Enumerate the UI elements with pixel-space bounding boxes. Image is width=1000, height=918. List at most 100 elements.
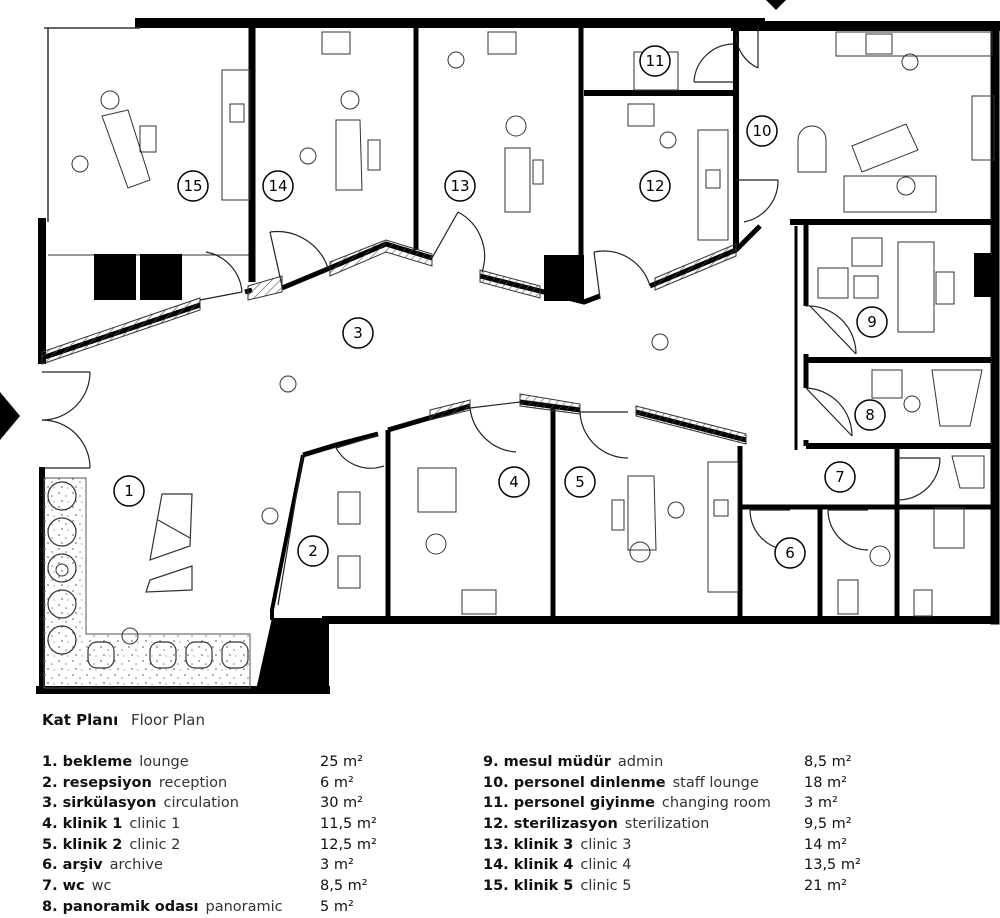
legend-room-name: 5. klinik 2 bbox=[42, 836, 123, 853]
room-marker-circle bbox=[856, 306, 888, 338]
room-marker-label: 13 bbox=[450, 177, 469, 195]
legend-room-english: lounge bbox=[139, 754, 189, 770]
legend-room-area: 9,5 m² bbox=[804, 816, 852, 833]
legend-room-name: 6. arşiv bbox=[42, 857, 103, 874]
legend-row: 7. wc wc 8,5 m² bbox=[42, 876, 368, 897]
legend-room-name: 3. sirkülasyon bbox=[42, 795, 157, 812]
legend-right-column: 9. mesul müdür admin 8,5 m² 10. personel di… bbox=[483, 752, 861, 897]
legend-title-en: Floor Plan bbox=[131, 711, 205, 729]
room-marker-label: 6 bbox=[785, 544, 795, 562]
legend-room-name: 8. panoramik odası bbox=[42, 898, 199, 915]
legend-room-english: staff lounge bbox=[672, 774, 759, 791]
legend-room-name: 12. sterilizasyon bbox=[483, 816, 618, 833]
room-marker-label: 14 bbox=[268, 177, 287, 195]
room-marker-label: 3 bbox=[353, 324, 363, 342]
entrance-marker-left bbox=[0, 392, 20, 440]
legend-room-name: 1. bekleme bbox=[42, 754, 133, 770]
room-marker-circle bbox=[639, 45, 671, 77]
legend-room-area: 8,5 m² bbox=[804, 754, 852, 770]
room-marker-circle bbox=[297, 535, 329, 567]
legend-room-name: 2. resepsiyon bbox=[42, 774, 152, 791]
legend-room-english: changing room bbox=[661, 795, 771, 812]
room-marker-circle bbox=[262, 170, 294, 202]
legend-title: Kat Planı Floor Plan bbox=[42, 711, 205, 729]
legend-room-area: 3 m² bbox=[320, 857, 354, 874]
room-marker-label: 10 bbox=[752, 122, 771, 140]
legend-row: 11. personel giyinme changing room 3 m² bbox=[483, 793, 838, 814]
legend-room-area: 12,5 m² bbox=[320, 836, 377, 853]
room-marker-label: 9 bbox=[867, 313, 877, 331]
legend-room-english: clinic 2 bbox=[129, 836, 181, 853]
waiting-planters bbox=[145, 493, 193, 593]
room-marker-circle bbox=[113, 475, 145, 507]
legend-left-column: 1. bekleme lounge 25 m² 2. resepsiyon recept… bbox=[42, 752, 377, 918]
room-marker-circle bbox=[774, 537, 806, 569]
legend-room-name: 4. klinik 1 bbox=[42, 816, 123, 833]
room-marker-circle bbox=[746, 115, 778, 147]
legend-room-english: clinic 3 bbox=[580, 836, 632, 853]
legend-room-english: panoramic bbox=[205, 898, 283, 915]
legend-room-name: 9. mesul müdür bbox=[483, 754, 611, 770]
room-marker-circle bbox=[564, 466, 596, 498]
legend-room-area: 21 m² bbox=[804, 878, 847, 895]
legend-row: 6. arşiv archive 3 m² bbox=[42, 855, 354, 876]
legend-room-english: clinic 4 bbox=[580, 857, 632, 874]
legend-room-name: 7. wc bbox=[42, 878, 85, 895]
legend-room-area: 14 m² bbox=[804, 836, 847, 853]
legend-row: 9. mesul müdür admin 8,5 m² bbox=[483, 752, 852, 773]
legend-room-area: 30 m² bbox=[320, 795, 363, 812]
legend-row: 10. personel dinlenme staff lounge 18 m² bbox=[483, 773, 847, 794]
room-marker-label: 8 bbox=[865, 406, 875, 424]
legend-room-area: 25 m² bbox=[320, 754, 363, 770]
legend-room-area: 8,5 m² bbox=[320, 878, 368, 895]
legend-room-name: 10. personel dinlenme bbox=[483, 774, 666, 791]
legend-room-english: admin bbox=[617, 754, 664, 770]
legend-row: 12. sterilizasyon sterilization 9,5 m² bbox=[483, 814, 852, 835]
furniture bbox=[55, 31, 995, 645]
room-marker-circle bbox=[639, 170, 671, 202]
entrance-marker-top bbox=[766, 0, 786, 10]
room-marker-label: 4 bbox=[509, 473, 519, 491]
legend-room-english: sterilization bbox=[624, 816, 710, 833]
waiting-pebble-area bbox=[43, 477, 251, 689]
doors bbox=[41, 26, 941, 606]
legend-room-name: 15. klinik 5 bbox=[483, 878, 574, 895]
legend-room-name: 13. klinik 3 bbox=[483, 836, 574, 853]
legend-row: 3. sirkülasyon circulation 30 m² bbox=[42, 793, 363, 814]
legend-room-area: 18 m² bbox=[804, 774, 847, 791]
room-marker-label: 12 bbox=[645, 177, 664, 195]
room-marker-label: 7 bbox=[835, 468, 845, 486]
legend-room-english: circulation bbox=[163, 795, 240, 812]
legend-room-english: reception bbox=[158, 774, 228, 791]
legend-room-english: archive bbox=[109, 857, 163, 874]
legend-room-area: 5 m² bbox=[320, 898, 354, 915]
solid-columns bbox=[94, 253, 996, 690]
room-marker-circle bbox=[854, 399, 886, 431]
legend-room-english: wc bbox=[91, 878, 112, 895]
legend-room-english: clinic 5 bbox=[580, 878, 632, 895]
legend-row: 5. klinik 2 clinic 2 12,5 m² bbox=[42, 835, 377, 856]
legend-row: 15. klinik 5 clinic 5 21 m² bbox=[483, 876, 847, 897]
room-marker-label: 11 bbox=[645, 52, 664, 70]
room-marker-circle bbox=[824, 461, 856, 493]
legend-room-area: 13,5 m² bbox=[804, 857, 861, 874]
pebble-stones bbox=[47, 481, 249, 669]
legend-row: 14. klinik 4 clinic 4 13,5 m² bbox=[483, 855, 861, 876]
legend-row: 8. panoramik odası panoramic 5 m² bbox=[42, 897, 354, 918]
legend-room-name: 11. personel giyinme bbox=[483, 795, 655, 812]
room-marker-label: 5 bbox=[575, 473, 585, 491]
room-marker-circle bbox=[498, 466, 530, 498]
legend-room-name: 14. klinik 4 bbox=[483, 857, 574, 874]
legend-room-english: clinic 1 bbox=[129, 816, 181, 833]
legend-room-area: 11,5 m² bbox=[320, 816, 377, 833]
room-marker-circle bbox=[444, 170, 476, 202]
hatched-wall-segments bbox=[41, 239, 747, 445]
room-marker-label: 15 bbox=[183, 177, 202, 195]
legend-row: 4. klinik 1 clinic 1 11,5 m² bbox=[42, 814, 377, 835]
legend-room-area: 3 m² bbox=[804, 795, 838, 812]
legend-row: 1. bekleme lounge 25 m² bbox=[42, 752, 363, 773]
room-marker-circle bbox=[177, 170, 209, 202]
